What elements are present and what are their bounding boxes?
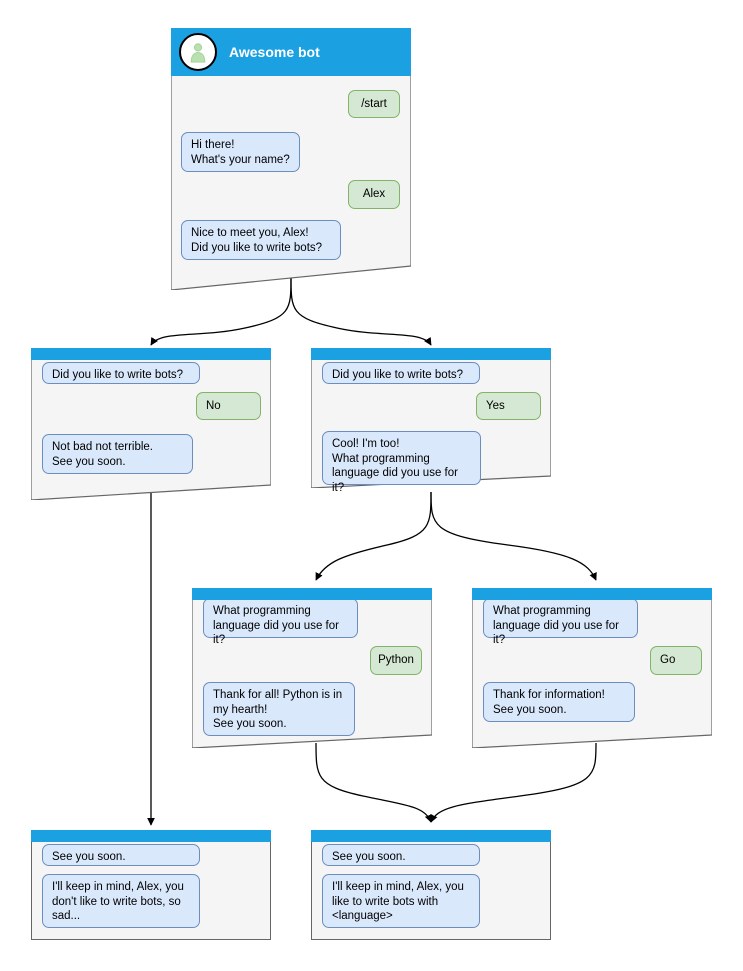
node-language-python[interactable]: What programming language did you use fo… bbox=[192, 588, 432, 748]
message-bubble-user: No bbox=[196, 392, 261, 420]
message-bubble-bot: What programming language did you use fo… bbox=[203, 598, 358, 646]
message-bubble-bot: Hi there! What's your name? bbox=[181, 132, 300, 172]
message-bubble-user: Python bbox=[370, 646, 422, 675]
message-bubble-user: /start bbox=[348, 90, 400, 118]
node-end-no-bots[interactable]: See you soon. I'll keep in mind, Alex, y… bbox=[31, 830, 271, 940]
message-bubble-user: Go bbox=[650, 646, 702, 675]
edge-yes-to-python bbox=[315, 491, 432, 581]
node-start[interactable]: Awesome bot /start Hi there! What's your… bbox=[171, 28, 411, 290]
message-bubble-user: Alex bbox=[348, 180, 400, 209]
edge-go-to-end-happy bbox=[430, 742, 597, 823]
node-end-likes-bots[interactable]: See you soon. I'll keep in mind, Alex, y… bbox=[311, 830, 551, 940]
message-bubble-bot: I'll keep in mind, Alex, you don't like … bbox=[42, 874, 200, 928]
node-start-title: Awesome bot bbox=[229, 44, 320, 60]
edge-yes-to-go bbox=[430, 491, 597, 581]
message-bubble-bot: Cool! I'm too! What programming language… bbox=[322, 431, 481, 494]
message-bubble-bot: Did you like to write bots? bbox=[322, 362, 480, 384]
message-bubble-bot: Did you like to write bots? bbox=[42, 362, 200, 384]
message-bubble-bot: Thank for information! See you soon. bbox=[483, 682, 635, 722]
node-answer-yes-header bbox=[311, 348, 551, 360]
edge-python-to-end-happy bbox=[315, 742, 433, 823]
node-start-header: Awesome bot bbox=[171, 28, 411, 76]
person-avatar-icon bbox=[179, 33, 217, 71]
message-bubble-bot: See you soon. bbox=[322, 844, 480, 866]
node-answer-no[interactable]: Did you like to write bots? No Not bad n… bbox=[31, 348, 271, 500]
node-end-no-bots-header bbox=[31, 830, 271, 842]
message-bubble-bot: Nice to meet you, Alex! Did you like to … bbox=[181, 220, 341, 260]
node-language-python-header bbox=[192, 588, 432, 600]
message-bubble-user: Yes bbox=[476, 392, 541, 420]
node-answer-no-header bbox=[31, 348, 271, 360]
node-answer-yes[interactable]: Did you like to write bots? Yes Cool! I'… bbox=[311, 348, 551, 494]
message-bubble-bot: Thank for all! Python is in my hearth! S… bbox=[203, 682, 355, 736]
node-end-likes-bots-header bbox=[311, 830, 551, 842]
node-language-go-header bbox=[472, 588, 712, 600]
message-bubble-bot: See you soon. bbox=[42, 844, 200, 866]
message-bubble-bot: I'll keep in mind, Alex, you like to wri… bbox=[322, 874, 480, 928]
message-bubble-bot: Not bad not terrible. See you soon. bbox=[42, 434, 193, 474]
node-language-go[interactable]: What programming language did you use fo… bbox=[472, 588, 712, 748]
message-bubble-bot: What programming language did you use fo… bbox=[483, 598, 638, 646]
